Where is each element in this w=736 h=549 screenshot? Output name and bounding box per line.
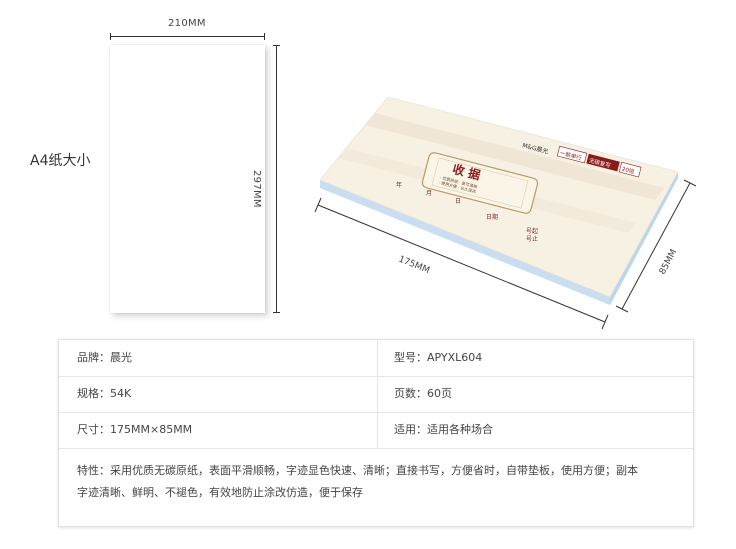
spec-pages: 页数：60页 [394, 387, 452, 400]
spec-size: 规格：54K [77, 387, 132, 400]
form-label-year: 年 [396, 181, 402, 189]
a4-sheet [110, 45, 265, 313]
spec-usage: 适用：适用各种场合 [394, 423, 493, 436]
a4-width-line [110, 36, 265, 37]
spec-features-line2: 字迹清晰、鲜明、不褪色，有效地防止涂改仿造，便于保存 [77, 486, 363, 499]
spec-features: 特性：采用优质无碳原纸，表面平滑顺畅，字迹显色快速、清晰；直接书写，方便省时，自… [77, 460, 677, 504]
receipt-width-line [621, 182, 691, 310]
receipt-length-tick-left [314, 197, 322, 213]
receipt-title: 收 据 [451, 161, 482, 183]
receipt-width-label: 85MM [658, 248, 679, 277]
title-badge [421, 152, 539, 214]
tag-1-box [556, 145, 588, 164]
spec-row-1: 品牌：晨光 型号：APYXL604 [59, 340, 693, 377]
receipt-book-cover-band [365, 113, 665, 200]
spec-table-divider [377, 340, 378, 448]
a4-size-caption: A4纸大小 [30, 153, 91, 169]
receipt-book-bottom-edge [320, 180, 610, 305]
a4-height-label: 297MM [251, 170, 262, 208]
spec-brand: 品牌：晨光 [77, 351, 132, 364]
form-label-start: 号起 [526, 227, 538, 235]
tag-3-box [618, 161, 642, 178]
spec-model: 型号：APYXL604 [394, 351, 483, 364]
tag-3-text: 20组 [621, 165, 636, 176]
a4-width-label: 210MM [168, 18, 206, 29]
spec-table: 品牌：晨光 型号：APYXL604 规格：54K 页数：60页 尺寸：175MM… [58, 339, 694, 527]
form-label-date: 日期 [486, 213, 498, 221]
spec-features-line1: 特性：采用优质无碳原纸，表面平滑顺畅，字迹显色快速、清晰；直接书写，方便省时，自… [77, 464, 638, 477]
a4-width-tick-right [264, 33, 265, 40]
receipt-width-tick-top [683, 179, 697, 187]
title-badge-inner [431, 157, 529, 209]
receipt-length-label: 175MM [397, 255, 431, 277]
receipt-length-line [317, 204, 606, 323]
spec-row-3: 尺寸：175MM×85MM 适用：适用各种场合 [59, 412, 693, 449]
spec-row-2: 规格：54K 页数：60页 [59, 376, 693, 413]
a4-height-tick-top [273, 45, 280, 46]
form-label-end: 号止 [526, 235, 538, 243]
a4-height-line [276, 45, 277, 313]
form-label-month: 月 [426, 190, 432, 197]
a4-width-tick-left [110, 33, 111, 40]
spec-dimensions: 尺寸：175MM×85MM [77, 423, 193, 436]
form-label-day: 日 [455, 198, 461, 205]
receipt-book-illustration: M&G晨光 一联单行 无碳复写 20组 收 据 · 优质原纸 · 复写清晰 · … [314, 96, 697, 330]
tag-2-box [586, 153, 620, 172]
receipt-book-right-edge [610, 172, 678, 305]
receipt-length-tick-right [601, 314, 609, 330]
receipt-width-tick-bottom [615, 305, 629, 313]
a4-height-tick-bottom [273, 312, 280, 313]
